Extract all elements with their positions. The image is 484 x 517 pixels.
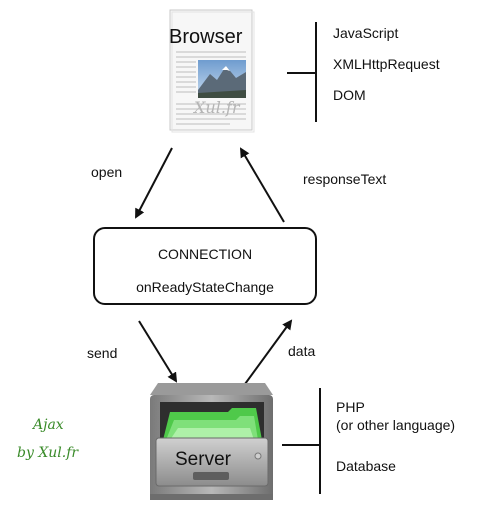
tech-dom: DOM — [333, 87, 366, 103]
browser-watermark: Xul.fr — [194, 98, 240, 117]
label-response-text: responseText — [303, 171, 387, 187]
tech-php: PHP — [336, 399, 365, 415]
mountain-picture — [198, 60, 246, 98]
server-cabinet-icon — [150, 383, 273, 500]
connection-box: CONNECTION onReadyStateChange — [93, 227, 317, 305]
arrow-data — [244, 319, 293, 385]
browser-document-icon — [169, 9, 255, 133]
tech-other-language: (or other language) — [336, 417, 456, 433]
label-send: send — [87, 345, 118, 361]
tech-javascript: JavaScript — [333, 25, 399, 41]
connection-title: CONNECTION — [157, 246, 253, 262]
arrow-send — [138, 320, 178, 383]
browser-tech-bracket — [287, 22, 317, 122]
label-open: open — [91, 164, 123, 180]
label-data: data — [288, 343, 316, 359]
arrow-open — [135, 147, 173, 219]
arrow-response-text — [239, 147, 285, 223]
credit-by-xulfr: by Xul.fr — [17, 445, 79, 461]
credit-ajax: Ajax — [33, 417, 64, 433]
server-tech-bracket — [282, 388, 321, 494]
tech-database: Database — [336, 458, 396, 474]
tech-xmlhttprequest: XMLHttpRequest — [333, 56, 440, 72]
server-label: Server — [175, 449, 231, 470]
connection-event: onReadyStateChange — [136, 279, 274, 295]
browser-label: Browser — [169, 26, 243, 48]
